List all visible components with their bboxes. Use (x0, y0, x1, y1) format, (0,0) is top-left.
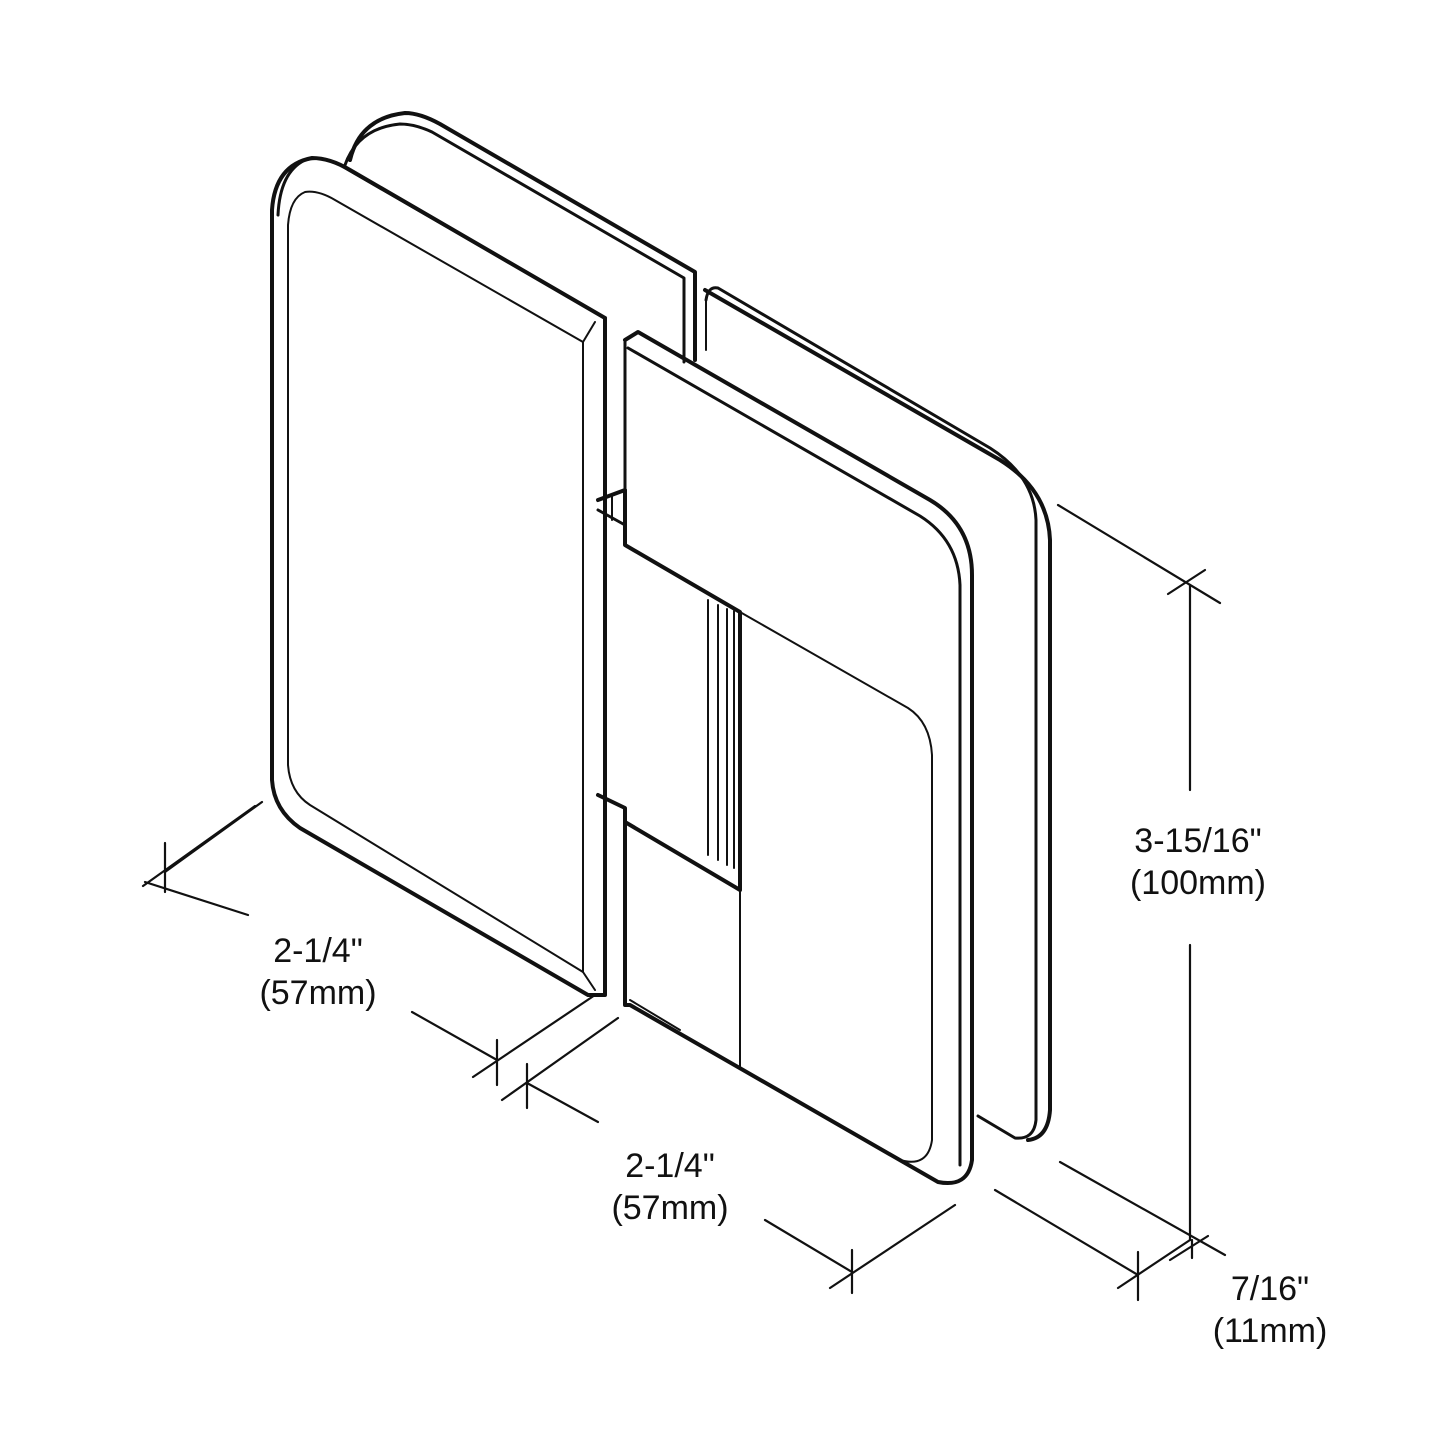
dimension-height-lines (1056, 503, 1227, 1262)
thickness-metric: (11mm) (1212, 1312, 1328, 1350)
right-width-imperial: 2-1/4" (625, 1147, 715, 1185)
back-right-plate (703, 286, 1052, 1142)
right-width-label: 2-1/4" (57mm) (580, 1145, 760, 1229)
thickness-label: 7/16" (11mm) (1180, 1268, 1360, 1352)
hinge-knuckle (596, 488, 742, 996)
left-width-metric: (57mm) (259, 974, 377, 1012)
back-left-plate (343, 111, 697, 364)
left-width-imperial: 2-1/4" (273, 932, 363, 970)
height-imperial: 3-15/16" (1134, 822, 1262, 860)
thickness-imperial: 7/16" (1230, 1270, 1310, 1308)
right-width-metric: (57mm) (611, 1189, 729, 1227)
dimension-left-width-lines (141, 800, 597, 1087)
front-left-plate (270, 156, 607, 997)
dimension-thickness-lines (993, 1188, 1194, 1302)
height-metric: (100mm) (1129, 864, 1267, 902)
left-width-label: 2-1/4" (57mm) (228, 930, 408, 1014)
front-right-plate (623, 330, 974, 1185)
height-label: 3-15/16" (100mm) (1098, 820, 1298, 904)
dimension-right-width-lines (500, 1016, 957, 1295)
